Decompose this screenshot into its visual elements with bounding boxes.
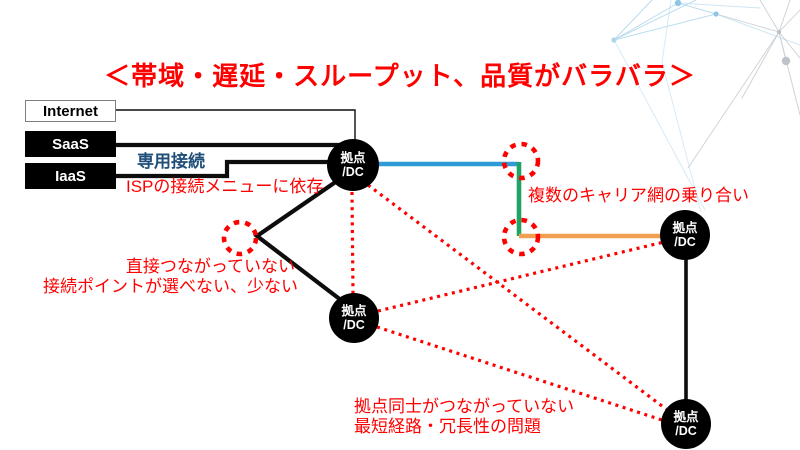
page-title: ＜帯域・遅延・スループット、品質がバラバラ＞ bbox=[104, 61, 696, 91]
highlight-bend-bottom-circle bbox=[501, 217, 541, 257]
highlight-bend-top-circle bbox=[501, 141, 541, 181]
dedicated-connection-label: 専用接続 bbox=[137, 152, 205, 171]
not-connected-line1: 直接つながっていない bbox=[125, 257, 295, 276]
internet-box: Internet bbox=[25, 100, 116, 122]
node-east-circle bbox=[660, 210, 710, 260]
missing-link-hub-southeast bbox=[367, 183, 671, 414]
iaas-box: IaaS bbox=[25, 163, 116, 189]
saas-box-label: SaaS bbox=[52, 135, 89, 153]
iaas-box-label: IaaS bbox=[55, 167, 86, 185]
sites-problem-line1: 拠点同士がつながっていない bbox=[354, 397, 575, 416]
node-southeast-circle bbox=[661, 399, 711, 449]
sites-problem-line2: 最短経路・冗長性の問題 bbox=[354, 417, 541, 436]
carrier-path bbox=[353, 161, 686, 239]
internet-box-label: Internet bbox=[42, 102, 98, 120]
missing-link-hub-south bbox=[350, 191, 355, 295]
iaas-link bbox=[116, 159, 353, 179]
not-connected-label: 直接つながっていない 接続ポイントが選べない、少ない bbox=[43, 257, 298, 297]
v-link bbox=[253, 168, 356, 312]
highlight-circles bbox=[221, 141, 541, 257]
missing-link-south-east bbox=[377, 240, 665, 313]
network-decoration-icon bbox=[611, 0, 800, 213]
not-connected-line2: 接続ポイントが選べない、少ない bbox=[43, 277, 298, 296]
site-nodes bbox=[327, 139, 711, 449]
node-hub-circle bbox=[327, 139, 379, 191]
missing-links bbox=[350, 183, 671, 423]
node-south-circle bbox=[329, 293, 379, 343]
carrier-sharing-label: 複数のキャリア網の乗り合い bbox=[528, 186, 749, 205]
missing-link-south-southeast bbox=[376, 325, 666, 423]
sites-problem-label: 拠点同士がつながっていない 最短経路・冗長性の問題 bbox=[354, 397, 574, 437]
highlight-junction-circle bbox=[221, 219, 259, 257]
saas-box: SaaS bbox=[25, 131, 116, 157]
isp-dependency-label: ISPの接続メニューに依存 bbox=[126, 177, 324, 196]
